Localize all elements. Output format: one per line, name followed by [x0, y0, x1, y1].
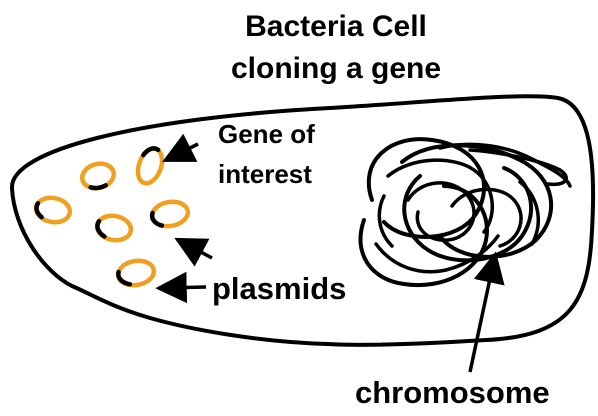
plasmid [149, 199, 191, 229]
plasmids-label: plasmids [212, 271, 346, 306]
plasmid [94, 213, 134, 243]
chromosome-label: chromosome [355, 375, 550, 410]
title-line-1: Bacteria Cell [245, 10, 427, 43]
gene-pointer-arrow [162, 133, 199, 162]
plasmid-pointer-arrow-upper [174, 237, 213, 267]
plasmid-group [33, 146, 191, 288]
chromosome-pointer-arrow [468, 251, 505, 373]
plasmid [33, 195, 73, 225]
title-line-2: cloning a gene [231, 52, 441, 85]
plasmid [79, 161, 117, 191]
plasmid-pointer-arrow-lower [155, 271, 207, 304]
gene-of-interest-label-line-1: Gene of [218, 119, 315, 149]
plasmid [115, 258, 157, 288]
gene-of-interest-label-line-2: interest [218, 159, 312, 189]
cell-membrane [9, 94, 596, 347]
chromosome-tangle [358, 137, 572, 288]
plasmid [135, 146, 165, 186]
